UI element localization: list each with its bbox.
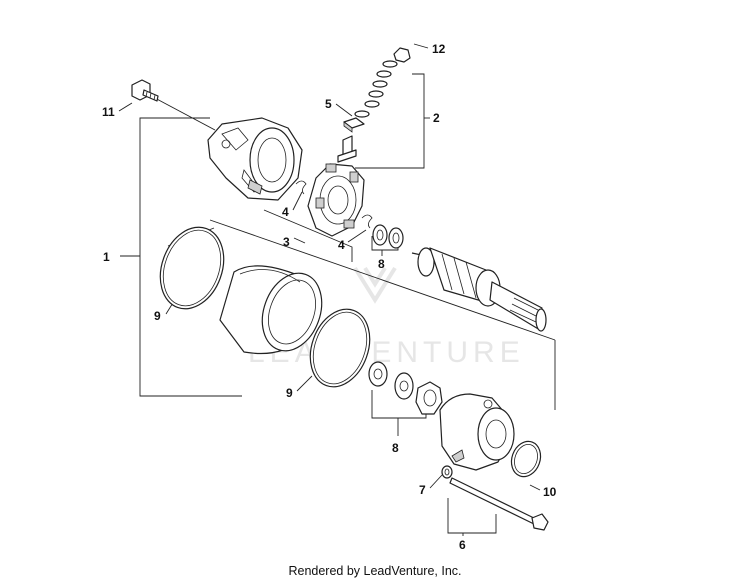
terminal-stack-part — [337, 47, 411, 163]
callout-3: 3 — [283, 235, 290, 249]
callout-8-upper: 8 — [378, 257, 385, 271]
end-cover-part — [207, 117, 303, 201]
callout-4-lower: 4 — [338, 238, 345, 252]
callout-2: 2 — [433, 111, 440, 125]
callout-11: 11 — [102, 105, 115, 119]
yoke-housing-part — [219, 265, 323, 355]
small-o-ring-part — [441, 465, 453, 479]
callout-10: 10 — [543, 485, 557, 499]
callout-9-left: 9 — [154, 309, 161, 323]
o-ring-small-right-part — [510, 440, 542, 478]
o-ring-left-part — [159, 226, 225, 310]
callout-1: 1 — [103, 250, 110, 264]
bolt-part — [131, 79, 159, 102]
callout-7: 7 — [419, 483, 426, 497]
clip-parts — [295, 180, 373, 229]
callout-9-right: 9 — [286, 386, 293, 400]
washer-set-top-part — [372, 224, 404, 249]
washer-set-bottom-part — [368, 361, 443, 415]
callout-8-lower: 8 — [392, 441, 399, 455]
callout-12: 12 — [432, 42, 446, 56]
callout-labels: 11 12 2 5 1 4 3 4 8 9 9 8 7 10 6 — [102, 42, 557, 552]
brush-plate-part — [307, 163, 365, 237]
callout-4-upper: 4 — [282, 205, 289, 219]
footer-credit: Rendered by LeadVenture, Inc. — [288, 564, 462, 578]
armature-part — [411, 247, 547, 332]
callout-6: 6 — [459, 538, 466, 552]
through-bolt-part — [449, 477, 549, 531]
front-cover-part — [439, 393, 515, 471]
callout-5: 5 — [325, 97, 332, 111]
o-ring-right-part — [309, 308, 371, 388]
